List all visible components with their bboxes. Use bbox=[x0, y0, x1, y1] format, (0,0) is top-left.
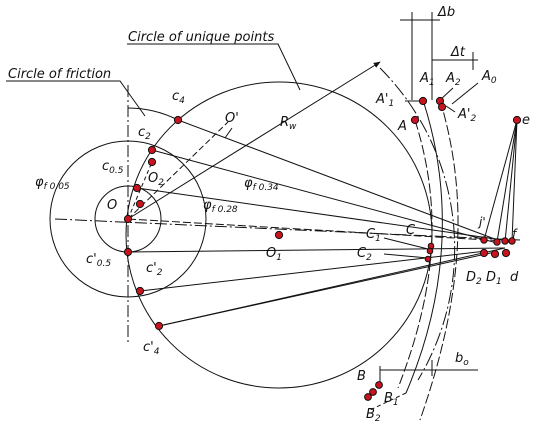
point-O2 bbox=[147, 157, 157, 167]
profile-curve-A bbox=[397, 119, 433, 389]
point-e bbox=[512, 115, 522, 125]
label-f: f bbox=[512, 227, 518, 241]
label-B1: B1 bbox=[384, 391, 399, 408]
point-C2 bbox=[424, 255, 432, 263]
leader-Oprime bbox=[224, 127, 233, 139]
line-e-f3 bbox=[511, 119, 518, 242]
line-c4p-d bbox=[158, 247, 506, 327]
label-phi028: φf 0.28 bbox=[203, 198, 238, 215]
label-c4: c4 bbox=[172, 89, 185, 106]
point-f2 bbox=[501, 237, 509, 245]
leader-C2 bbox=[383, 253, 429, 259]
label-c2: c2 bbox=[138, 125, 151, 142]
profile-curve-A1 bbox=[405, 99, 443, 394]
label-e: e bbox=[522, 113, 530, 128]
label-c4p: c'4 bbox=[143, 340, 160, 357]
label-phi034: φf 0.34 bbox=[244, 176, 279, 193]
line-e-f1 bbox=[496, 119, 518, 243]
leader-C1 bbox=[383, 237, 429, 250]
point-c2p bbox=[135, 286, 145, 296]
label-D2: D2 bbox=[466, 270, 482, 287]
point-c4p bbox=[154, 321, 164, 331]
label-O1: O1 bbox=[266, 246, 282, 263]
point-d bbox=[501, 248, 511, 258]
point-A2p bbox=[437, 102, 447, 112]
label-c05p: c'0.5 bbox=[86, 252, 111, 269]
line-e-f2 bbox=[504, 119, 518, 243]
label-circle-unique: Circle of unique points bbox=[128, 30, 274, 45]
label-O2: O2 bbox=[148, 171, 164, 188]
point-c05p bbox=[123, 247, 133, 257]
point-O bbox=[123, 214, 133, 224]
point-c05 bbox=[132, 183, 142, 193]
leader-unique bbox=[127, 43, 301, 91]
line-c4-f bbox=[177, 119, 501, 242]
label-C: C bbox=[406, 223, 416, 238]
label-O-prime: O' bbox=[225, 111, 239, 126]
label-A2: A2 bbox=[445, 71, 461, 88]
label-c2p: c'2 bbox=[146, 261, 163, 278]
label-d: d bbox=[510, 270, 519, 285]
leader-A2p bbox=[445, 105, 456, 113]
point-B2 bbox=[364, 393, 372, 401]
rw-arc bbox=[379, 67, 456, 381]
line-c2-f bbox=[151, 149, 498, 244]
label-delta-b: Δb bbox=[437, 5, 455, 20]
label-j: j' bbox=[477, 215, 486, 229]
label-phi005: φf 0.05 bbox=[35, 175, 70, 192]
point-B bbox=[375, 381, 383, 389]
point-A bbox=[410, 115, 420, 125]
label-A0: A0 bbox=[481, 69, 497, 86]
line-c05p-d bbox=[127, 247, 506, 253]
point-B1 bbox=[369, 388, 377, 396]
label-bo: bo bbox=[455, 351, 469, 368]
point-D1 bbox=[490, 249, 500, 259]
point-c4 bbox=[173, 115, 183, 125]
label-delta-t: Δt bbox=[450, 45, 466, 60]
label-Rw: Rw bbox=[280, 115, 297, 132]
point-O1 bbox=[274, 230, 284, 240]
label-A1: A1 bbox=[419, 71, 435, 88]
label-B: B bbox=[357, 369, 366, 384]
label-A: A bbox=[397, 119, 407, 134]
label-C2: C2 bbox=[357, 246, 372, 263]
point-f3 bbox=[508, 237, 516, 245]
leader-friction bbox=[6, 80, 146, 117]
circle-of-unique-points bbox=[125, 81, 433, 389]
leader-A0 bbox=[451, 82, 479, 105]
profile-curve-A2 bbox=[419, 99, 459, 421]
label-B2: B2 bbox=[366, 407, 381, 424]
point-c05-b bbox=[135, 199, 145, 209]
line-c2p-D2 bbox=[139, 250, 487, 292]
point-C1 bbox=[426, 247, 434, 255]
label-C1: C1 bbox=[366, 227, 381, 244]
rw-radius-arrow bbox=[127, 61, 381, 220]
point-j bbox=[480, 236, 488, 244]
label-c05: c0.5 bbox=[102, 159, 124, 176]
friction-circle-arc bbox=[127, 107, 179, 121]
line-O-Oprime bbox=[127, 121, 229, 220]
label-O: O bbox=[107, 198, 117, 213]
line-e-j bbox=[483, 119, 518, 241]
point-c2 bbox=[147, 145, 157, 155]
label-A2-prime: A'2 bbox=[457, 107, 476, 124]
label-D1: D1 bbox=[486, 270, 502, 287]
friction-circle-phi028 bbox=[49, 140, 207, 298]
point-D2 bbox=[479, 248, 489, 258]
label-circle-friction: Circle of friction bbox=[8, 67, 111, 82]
point-A1 bbox=[418, 96, 428, 106]
line-c05-f bbox=[136, 187, 511, 242]
point-f1 bbox=[493, 238, 501, 246]
label-A1-prime: A'1 bbox=[375, 92, 394, 109]
